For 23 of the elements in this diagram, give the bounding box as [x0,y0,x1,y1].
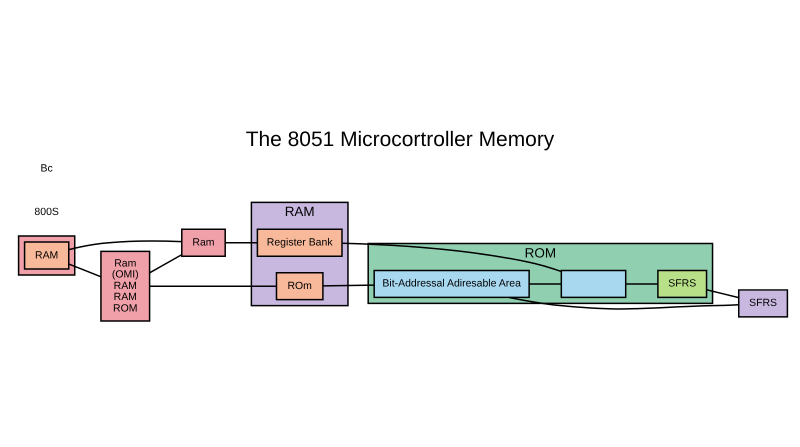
connector [68,263,101,278]
diagram-title: The 8051 Microcortroller Memory [246,128,554,151]
connector [706,289,739,298]
node-box: Ram [181,228,226,257]
node-box: SFRS [657,270,708,298]
node-box [560,270,626,298]
node-box: SFRS [738,289,788,318]
connector [322,284,374,287]
label: Bc [40,163,53,174]
connector [149,254,182,274]
node-box: Register Bank [256,228,343,257]
connector [626,283,658,285]
connector [342,242,562,272]
label: 800S [34,206,59,218]
node-box: RAM [24,241,70,270]
node-box: ROm [276,272,324,300]
connector [529,283,562,285]
cluster [18,235,76,276]
connector [68,240,182,250]
node-box: Bit-Addressal Adiresable Area [373,270,530,298]
node-box: Ram (OMI) RAM RAM ROM [100,250,150,322]
connector [225,242,258,244]
connector [150,285,276,287]
